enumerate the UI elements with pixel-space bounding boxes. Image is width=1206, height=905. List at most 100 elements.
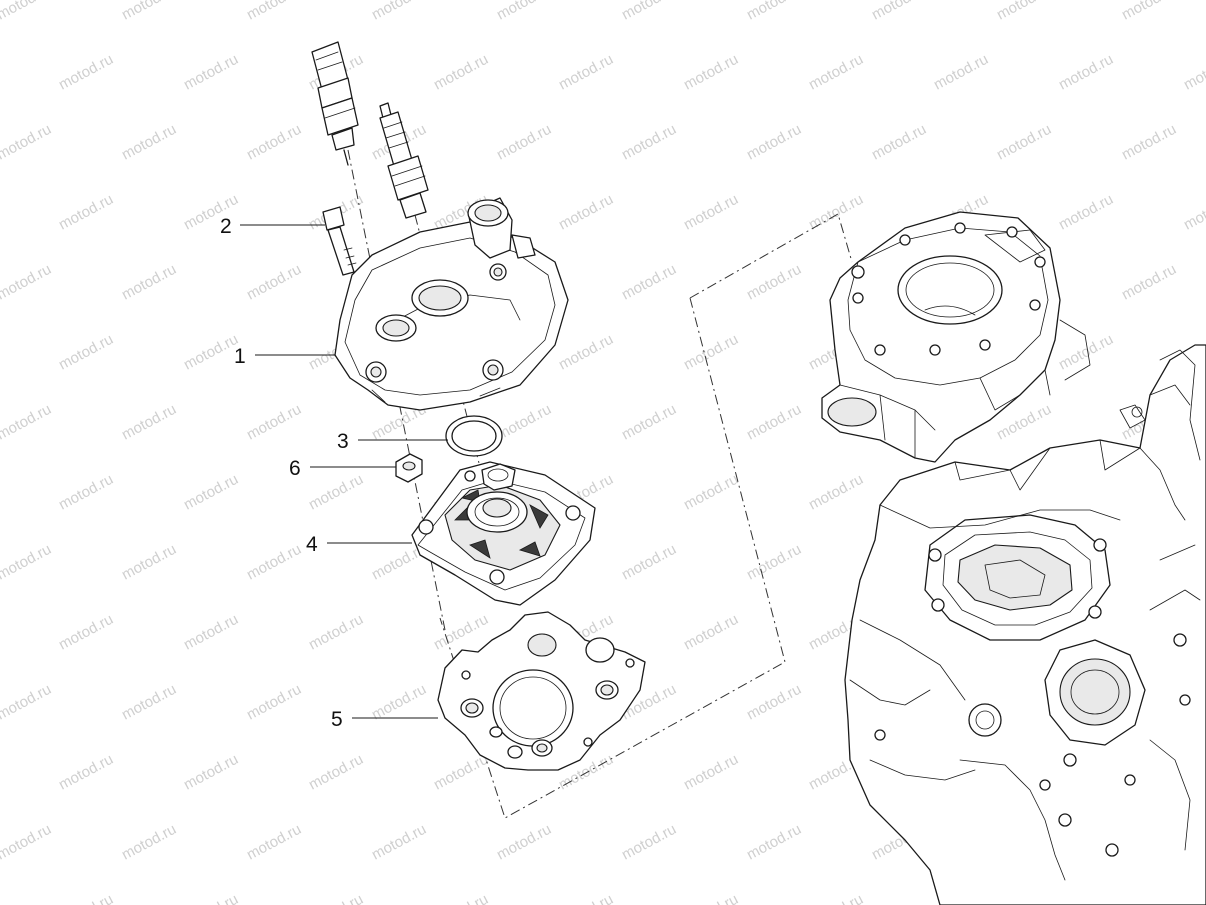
watermark-text: motod.ru — [681, 751, 741, 794]
watermark-text: motod.ru — [119, 401, 179, 444]
watermark-text: motod.ru — [681, 611, 741, 654]
watermark-text: motod.ru — [619, 121, 679, 164]
watermark-text: motod.ru — [56, 611, 116, 654]
watermark-text: motod.ru — [0, 0, 54, 24]
callout-6: 6 — [289, 457, 301, 480]
watermark-text: motod.ru — [494, 821, 554, 864]
watermark-text: motod.ru — [681, 471, 741, 514]
callout-2: 2 — [220, 215, 232, 238]
watermark-text: motod.ru — [744, 0, 804, 24]
watermark-text: motod.ru — [0, 401, 54, 444]
watermark-text: motod.ru — [619, 541, 679, 584]
watermark-text: motod.ru — [244, 261, 304, 304]
watermark-text: motod.ru — [681, 891, 741, 905]
nut-drawing — [395, 453, 423, 483]
watermark-text: motod.ru — [1181, 191, 1206, 234]
watermark-text: motod.ru — [306, 751, 366, 794]
watermark-text: motod.ru — [119, 681, 179, 724]
watermark-text: motod.ru — [119, 541, 179, 584]
watermark-text: motod.ru — [181, 471, 241, 514]
watermark-text: motod.ru — [806, 891, 866, 905]
watermark-text: motod.ru — [369, 821, 429, 864]
watermark-text: motod.ru — [119, 821, 179, 864]
watermark-text: motod.ru — [244, 821, 304, 864]
watermark-text: motod.ru — [431, 611, 491, 654]
watermark-text: motod.ru — [56, 331, 116, 374]
watermark-text: motod.ru — [556, 191, 616, 234]
watermark-text: motod.ru — [931, 51, 991, 94]
callout-leaders — [240, 224, 448, 719]
temperature-sensor-drawing — [311, 41, 359, 166]
callout-5: 5 — [331, 708, 343, 731]
watermark-text: motod.ru — [869, 0, 929, 24]
watermark-text: motod.ru — [1119, 261, 1179, 304]
watermark-text: motod.ru — [56, 51, 116, 94]
watermark-text: motod.ru — [56, 191, 116, 234]
watermark-text: motod.ru — [1181, 51, 1206, 94]
watermark-text: motod.ru — [244, 541, 304, 584]
engine-crankcase-drawing — [821, 211, 1206, 905]
watermark-text: motod.ru — [306, 891, 366, 905]
cylinder-head-cover-drawing — [334, 197, 569, 411]
watermark-text: motod.ru — [619, 261, 679, 304]
watermark-text: motod.ru — [244, 121, 304, 164]
callout-1: 1 — [234, 345, 246, 368]
watermark-text: motod.ru — [1056, 191, 1116, 234]
watermark-text: motod.ru — [56, 471, 116, 514]
watermark-text: motod.ru — [244, 401, 304, 444]
watermark-text: motod.ru — [494, 401, 554, 444]
watermark-text: motod.ru — [181, 51, 241, 94]
watermark-text: motod.ru — [681, 191, 741, 234]
watermark-text: motod.ru — [244, 681, 304, 724]
watermark-text: motod.ru — [244, 0, 304, 24]
watermark-text: motod.ru — [1119, 121, 1179, 164]
watermark-text: motod.ru — [431, 891, 491, 905]
watermark-text: motod.ru — [619, 401, 679, 444]
watermark-text: motod.ru — [0, 821, 54, 864]
watermark-text: motod.ru — [494, 0, 554, 24]
watermark-text: motod.ru — [369, 0, 429, 24]
watermark-text: motod.ru — [431, 51, 491, 94]
callout-4: 4 — [306, 533, 318, 556]
watermark-text: motod.ru — [744, 681, 804, 724]
watermark-text: motod.ru — [744, 821, 804, 864]
watermark-text: motod.ru — [181, 611, 241, 654]
o-ring-drawing — [445, 415, 503, 457]
watermark-text: motod.ru — [681, 51, 741, 94]
watermark-text: motod.ru — [1056, 51, 1116, 94]
watermark-text: motod.ru — [744, 541, 804, 584]
watermark-text: motod.ru — [994, 121, 1054, 164]
watermark-text: motod.ru — [181, 331, 241, 374]
watermark-text: motod.ru — [681, 331, 741, 374]
watermark-text: motod.ru — [0, 541, 54, 584]
watermark-text: motod.ru — [56, 891, 116, 905]
watermark-text: motod.ru — [1119, 0, 1179, 24]
watermark-text: motod.ru — [119, 121, 179, 164]
watermark-text: motod.ru — [869, 121, 929, 164]
watermark-text: motod.ru — [119, 0, 179, 24]
watermark-text: motod.ru — [306, 471, 366, 514]
watermark-text: motod.ru — [0, 261, 54, 304]
watermark-text: motod.ru — [181, 191, 241, 234]
watermark-text: motod.ru — [744, 121, 804, 164]
watermark-text: motod.ru — [181, 891, 241, 905]
watermark-text: motod.ru — [556, 891, 616, 905]
watermark-text: motod.ru — [0, 681, 54, 724]
watermark-text: motod.ru — [369, 681, 429, 724]
watermark-text: motod.ru — [744, 261, 804, 304]
watermark-text: motod.ru — [806, 51, 866, 94]
head-gasket-drawing — [437, 611, 646, 771]
spark-plug-drawing — [379, 102, 429, 219]
watermark-text: motod.ru — [119, 261, 179, 304]
watermark-text: motod.ru — [181, 751, 241, 794]
watermark-text: motod.ru — [744, 401, 804, 444]
watermark-text: motod.ru — [806, 471, 866, 514]
watermark-text: motod.ru — [494, 121, 554, 164]
watermark-text: motod.ru — [556, 51, 616, 94]
watermark-text: motod.ru — [306, 611, 366, 654]
bolt-drawing — [322, 206, 357, 276]
watermark-text: motod.ru — [556, 331, 616, 374]
watermark-text: motod.ru — [56, 751, 116, 794]
callout-3: 3 — [337, 430, 349, 453]
